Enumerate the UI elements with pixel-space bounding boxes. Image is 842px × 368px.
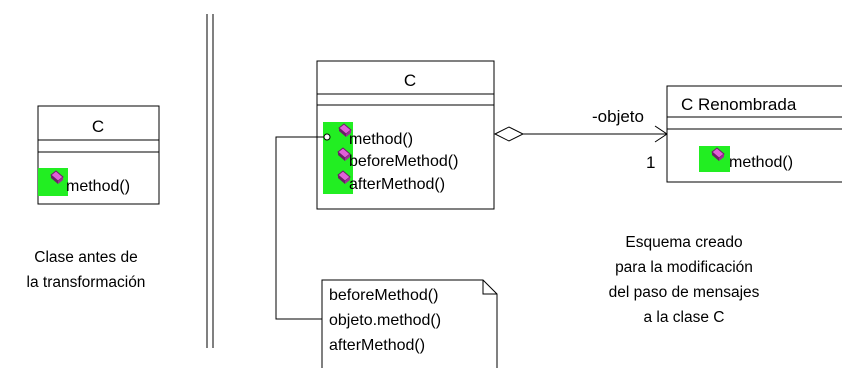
right-caption-line-2: para la modificación xyxy=(615,259,753,276)
middle-method-3: afterMethod() xyxy=(349,176,445,193)
code-note[interactable]: beforeMethod() objeto.method() afterMeth… xyxy=(321,279,498,368)
right-caption-line-3: del paso de mensajes xyxy=(609,284,760,301)
left-method: method() xyxy=(66,178,130,195)
right-method-icon xyxy=(699,146,730,172)
left-caption-line-2: la transformación xyxy=(27,274,146,291)
left-class-box[interactable]: C method() xyxy=(37,105,160,205)
right-method: method() xyxy=(729,154,793,171)
left-class-name: C xyxy=(92,117,104,136)
aggregation-diamond xyxy=(493,126,525,142)
middle-class-name: C xyxy=(404,71,416,90)
left-method-icon xyxy=(38,168,68,196)
middle-method-2: beforeMethod() xyxy=(349,153,458,170)
note-line-1: beforeMethod() xyxy=(329,287,438,304)
note-line-3: afterMethod() xyxy=(329,337,425,354)
right-class-box[interactable]: C Renombrada method() xyxy=(666,85,842,183)
association-multiplicity: 1 xyxy=(646,153,655,172)
aggregation-association xyxy=(493,125,668,143)
note-connector xyxy=(275,133,331,320)
right-class-name: C Renombrada xyxy=(681,95,797,114)
right-caption-line-1: Esquema creado xyxy=(625,234,742,251)
note-line-2: objeto.method() xyxy=(329,312,441,329)
left-caption-line-1: Clase antes de xyxy=(34,249,137,266)
middle-method-1: method() xyxy=(349,131,413,148)
right-caption-line-4: a la clase C xyxy=(644,309,725,326)
association-role: -objeto xyxy=(592,107,644,126)
middle-class-box[interactable]: C method() beforeMethod() afterMethod() xyxy=(316,60,495,210)
